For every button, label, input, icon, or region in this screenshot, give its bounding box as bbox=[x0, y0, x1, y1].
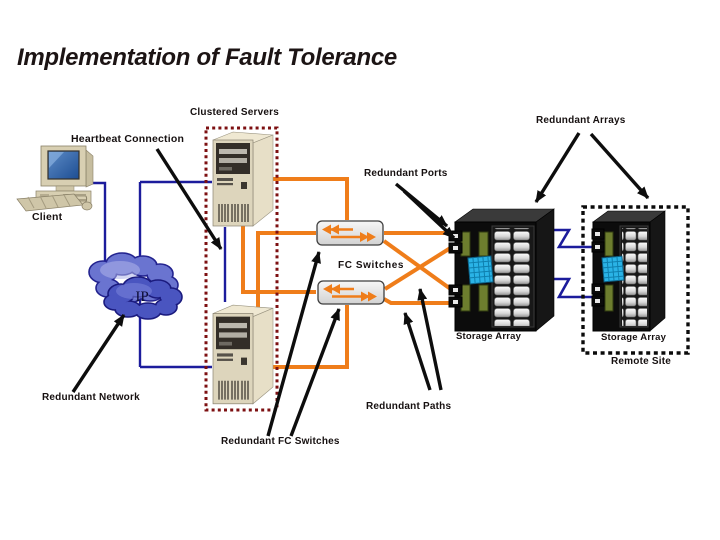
redundant-fc-arrow-2 bbox=[289, 308, 341, 437]
annotation-arrows bbox=[71, 132, 650, 437]
redundant-ports-arrow-2 bbox=[402, 189, 456, 240]
mouse bbox=[81, 201, 93, 211]
redundant-ports-arrow-1 bbox=[394, 182, 449, 228]
client-computer bbox=[16, 145, 94, 212]
client-network-line bbox=[92, 181, 107, 261]
remote-replication-lines bbox=[547, 228, 592, 299]
label-redundant-arrays: Redundant Arrays bbox=[536, 115, 626, 126]
fc-switch-arrows bbox=[323, 284, 377, 302]
redundant-paths-arrow-1 bbox=[403, 312, 432, 391]
label-heartbeat-connection: Heartbeat Connection bbox=[71, 133, 185, 145]
label-storage-array-remote: Storage Array bbox=[601, 332, 667, 343]
server-tower-top bbox=[212, 131, 274, 227]
label-clustered-servers: Clustered Servers bbox=[190, 107, 280, 118]
label-redundant-fc-switches: Redundant FC Switches bbox=[221, 436, 340, 447]
fc-switch-arrows bbox=[322, 224, 376, 242]
server-tower-bottom bbox=[212, 304, 274, 405]
redundant-ports-remote bbox=[591, 228, 605, 307]
fc1-to-port-b-cross bbox=[382, 239, 454, 292]
redundant-arrays-arrow-left bbox=[534, 132, 581, 203]
fc-switch-1 bbox=[316, 220, 384, 246]
fc2-to-port-b bbox=[383, 297, 449, 305]
remote-link-top bbox=[547, 228, 592, 249]
label-redundant-ports: Redundant Ports bbox=[364, 168, 448, 179]
remote-site-box bbox=[581, 205, 690, 355]
cyan-panel bbox=[601, 255, 625, 283]
label-storage-array-main: Storage Array bbox=[456, 331, 522, 342]
keyboard bbox=[16, 193, 84, 212]
label-fc-switches: FC Switches bbox=[338, 260, 405, 271]
disk-stack bbox=[494, 228, 532, 326]
fc-switch-2 bbox=[317, 280, 385, 305]
fibre-channel-lines bbox=[241, 177, 454, 369]
server2-to-fc2 bbox=[268, 305, 349, 369]
controller-modules bbox=[604, 231, 614, 312]
clustered-servers-box bbox=[204, 126, 279, 412]
ip-cloud: IP bbox=[88, 252, 183, 320]
heartbeat-arrow bbox=[155, 148, 223, 250]
controller-modules bbox=[460, 231, 489, 312]
remote-link-bottom bbox=[547, 277, 592, 299]
redundant-network-arrow bbox=[71, 314, 126, 393]
server2-to-fc1 bbox=[256, 231, 316, 316]
redundant-fc-arrow-1 bbox=[266, 251, 321, 437]
label-client: Client bbox=[32, 211, 63, 223]
storage-array-main bbox=[448, 208, 555, 332]
label-redundant-network: Redundant Network bbox=[42, 392, 140, 403]
label-remote-site: Remote Site bbox=[611, 356, 671, 367]
cyan-panel bbox=[467, 255, 494, 285]
redundant-arrays-arrow-right bbox=[589, 132, 650, 200]
monitor-screen bbox=[47, 150, 80, 180]
ip-label: IP bbox=[135, 289, 148, 305]
storage-array-remote bbox=[591, 210, 666, 332]
server1-to-fc2 bbox=[241, 226, 316, 294]
fc2-to-port-a-cross bbox=[383, 245, 454, 291]
network-lines bbox=[92, 180, 227, 369]
server1-to-fc1 bbox=[262, 177, 349, 220]
disk-stack bbox=[622, 228, 647, 326]
redundant-paths-arrow-2 bbox=[417, 288, 443, 391]
slide-title: Implementation of Fault Tolerance bbox=[17, 44, 397, 71]
label-redundant-paths: Redundant Paths bbox=[366, 401, 452, 412]
